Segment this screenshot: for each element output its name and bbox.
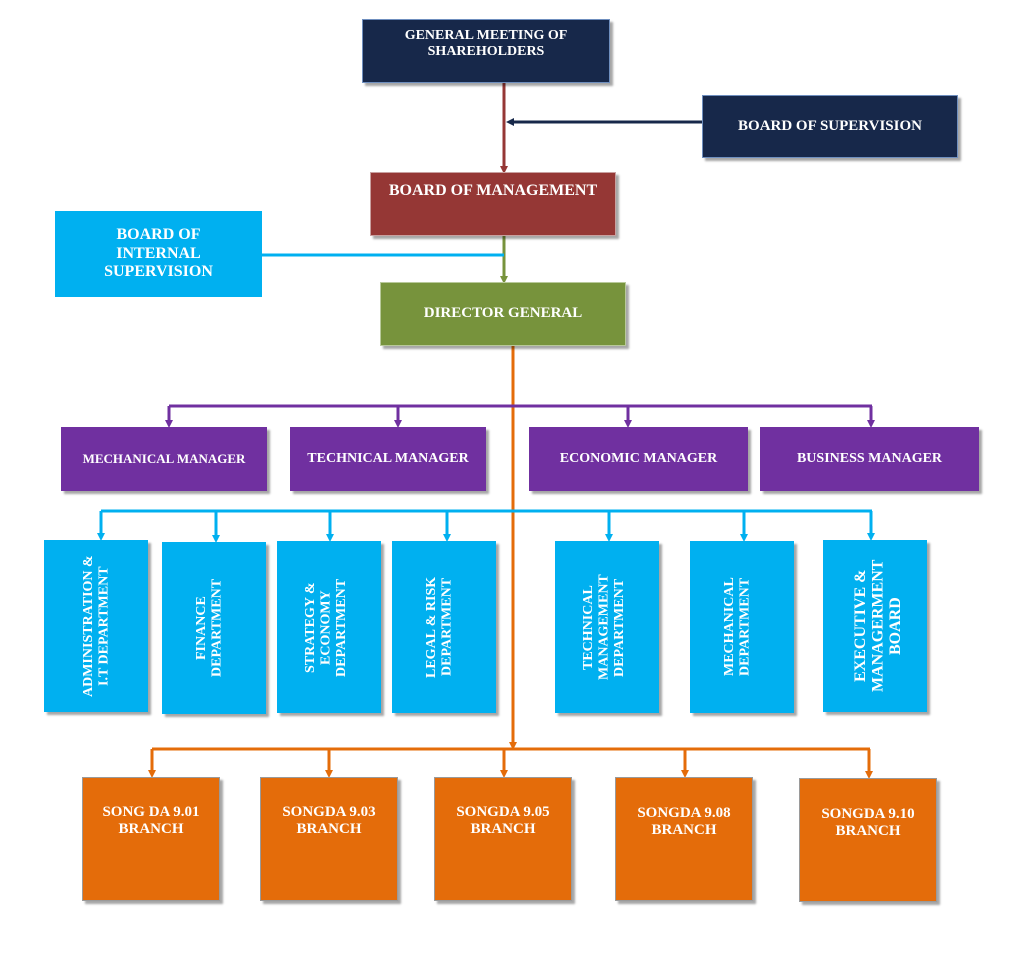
shareholders-box: GENERAL MEETING OF SHAREHOLDERS: [362, 19, 610, 83]
department-mechanical-box: MECHANICAL DEPARTMENT: [690, 541, 794, 713]
branch-label: SONGDA 9.05 BRANCH: [456, 804, 550, 838]
internal-supervision-label: BOARD OF INTERNAL SUPERVISION: [104, 226, 213, 281]
department-label: TECHNICAL MANAGEMENT DEPARTMENT: [581, 574, 627, 680]
branch-910-box: SONGDA 9.10 BRANCH: [799, 778, 937, 902]
department-label: STRATEGY & ECONOMY DEPARTMENT: [303, 577, 349, 677]
supervision-box: BOARD OF SUPERVISION: [702, 95, 958, 158]
department-legal-box: LEGAL & RISK DEPARTMENT: [392, 541, 496, 713]
department-label: EXECUTIVE & MANAGERMENT BOARD: [852, 559, 905, 693]
manager-technical-box: TECHNICAL MANAGER: [290, 427, 486, 491]
internal-supervision-box: BOARD OF INTERNAL SUPERVISION: [55, 211, 262, 297]
manager-economic-box: ECONOMIC MANAGER: [529, 427, 748, 491]
branch-label: SONGDA 9.10 BRANCH: [821, 806, 915, 840]
management-box: BOARD OF MANAGEMENT: [370, 172, 616, 236]
branch-label: SONGDA 9.03 BRANCH: [282, 804, 376, 838]
branch-908-box: SONGDA 9.08 BRANCH: [615, 777, 753, 901]
management-label: BOARD OF MANAGEMENT: [388, 182, 598, 199]
manager-label: ECONOMIC MANAGER: [559, 450, 718, 466]
manager-business-box: BUSINESS MANAGER: [760, 427, 979, 491]
director-general-label: DIRECTOR GENERAL: [423, 305, 583, 322]
department-label: FINANCE DEPARTMENT: [194, 578, 225, 678]
department-technical-box: TECHNICAL MANAGEMENT DEPARTMENT: [555, 541, 659, 713]
branch-901-box: SONG DA 9.01 BRANCH: [82, 777, 220, 901]
department-strategy-box: STRATEGY & ECONOMY DEPARTMENT: [277, 541, 381, 713]
director-general-box: DIRECTOR GENERAL: [380, 282, 626, 346]
branch-label: SONG DA 9.01 BRANCH: [102, 804, 200, 838]
department-administration-box: ADMINISTRATION & I.T DEPARTMENT: [44, 540, 148, 712]
supervision-label: BOARD OF SUPERVISION: [738, 117, 922, 134]
branch-905-box: SONGDA 9.05 BRANCH: [434, 777, 572, 901]
department-label: ADMINISTRATION & I.T DEPARTMENT: [80, 555, 111, 697]
manager-label: BUSINESS MANAGER: [796, 450, 943, 466]
manager-label: MECHANICAL MANAGER: [82, 450, 246, 466]
manager-label: TECHNICAL MANAGER: [307, 450, 469, 466]
department-label: MECHANICAL DEPARTMENT: [722, 577, 753, 677]
branch-label: SONGDA 9.08 BRANCH: [637, 805, 731, 839]
department-label: LEGAL & RISK DEPARTMENT: [424, 576, 455, 678]
branch-903-box: SONGDA 9.03 BRANCH: [260, 777, 398, 901]
department-finance-box: FINANCE DEPARTMENT: [162, 542, 266, 714]
department-executive-box: EXECUTIVE & MANAGERMENT BOARD: [823, 540, 927, 712]
shareholders-label: GENERAL MEETING OF SHAREHOLDERS: [404, 28, 568, 60]
manager-mechanical-box: MECHANICAL MANAGER: [61, 427, 267, 491]
